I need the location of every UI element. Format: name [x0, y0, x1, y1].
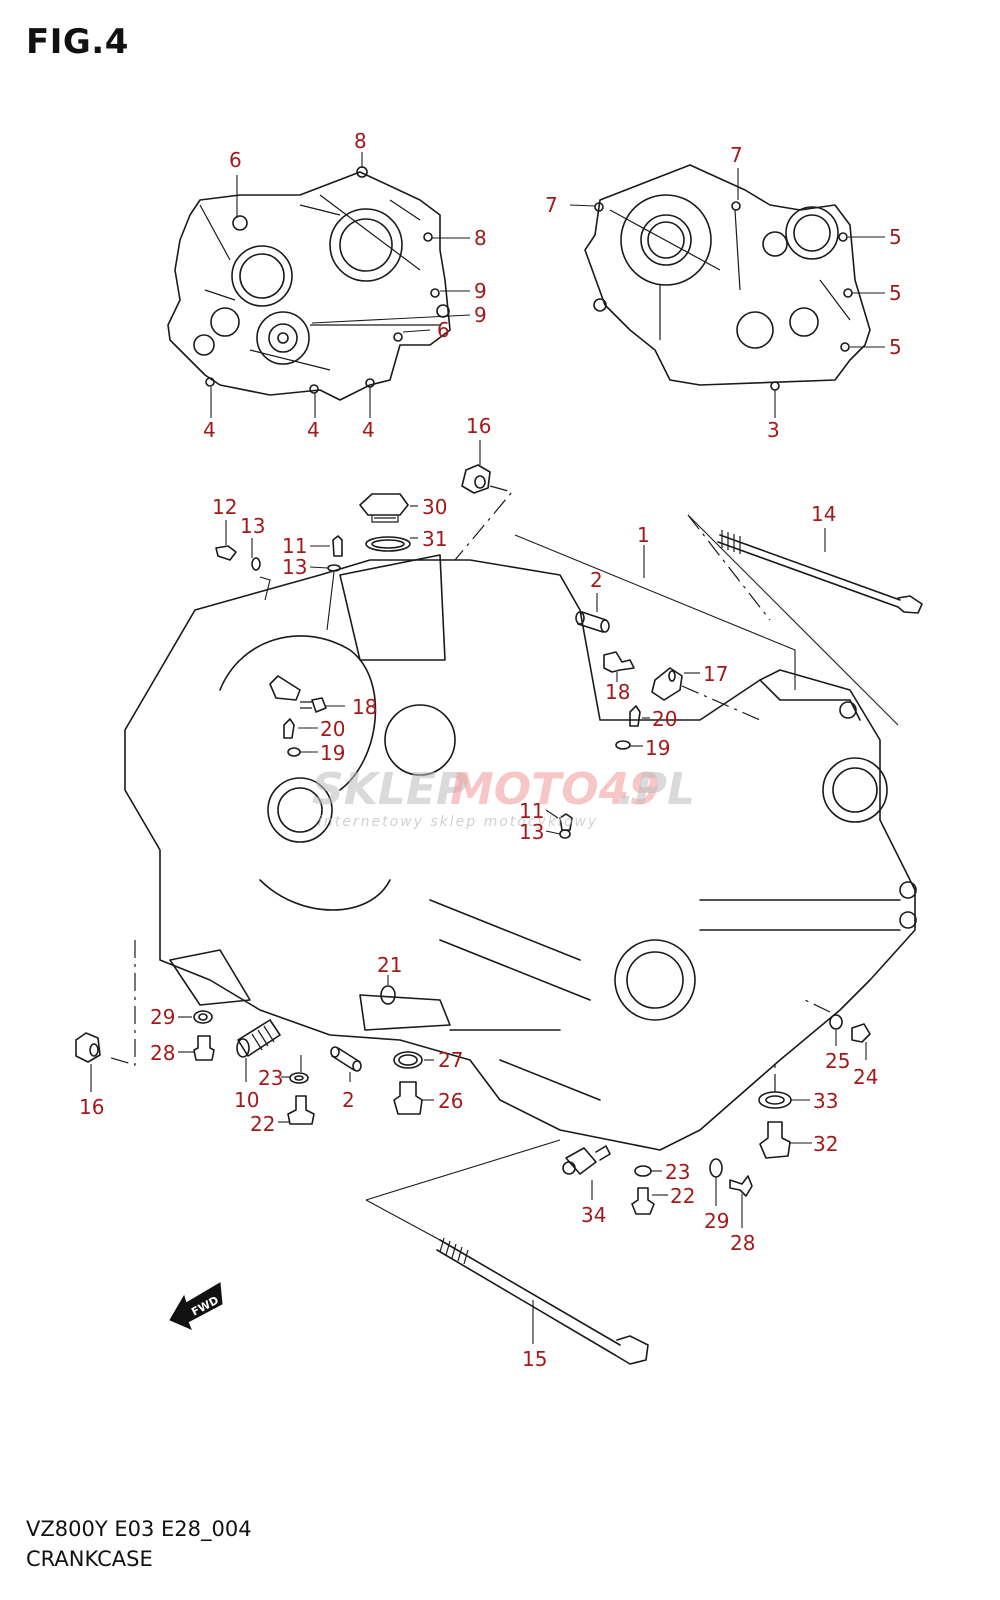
callout: 7	[730, 143, 743, 167]
callout: 15	[522, 1347, 547, 1371]
callout: 27	[438, 1048, 463, 1072]
callout: 24	[853, 1065, 878, 1089]
callout: 29	[150, 1005, 175, 1029]
callout: 4	[307, 418, 320, 442]
callout: 22	[670, 1184, 695, 1208]
fwd-arrow-icon: FWD	[169, 1282, 223, 1330]
callout: 8	[354, 129, 367, 153]
callout: 11	[519, 799, 544, 823]
callout: 13	[282, 555, 307, 579]
callout: 29	[704, 1209, 729, 1233]
callout: 23	[665, 1160, 690, 1184]
callout: 31	[422, 527, 447, 551]
watermark-suffix: .PL	[618, 764, 695, 815]
callout: 18	[352, 695, 377, 719]
callout: 6	[229, 148, 242, 172]
callouts-right-half: 7 7 5 5 5 3	[545, 143, 902, 442]
callout: 18	[605, 680, 630, 704]
callout: 25	[825, 1049, 850, 1073]
watermark-brand-red: MOTO49	[450, 764, 660, 815]
callout: 4	[203, 418, 216, 442]
callout: 2	[590, 568, 603, 592]
callout: 28	[150, 1041, 175, 1065]
callout: 23	[258, 1066, 283, 1090]
callout: 13	[519, 820, 544, 844]
callout: 34	[581, 1203, 606, 1227]
watermark-tagline: internetowy sklep motocyklowy	[318, 814, 598, 830]
callout: 20	[320, 717, 345, 741]
parts-drawing	[75, 464, 923, 1365]
callout: 7	[545, 193, 558, 217]
callout: 13	[240, 514, 265, 538]
leader-lines	[90, 152, 899, 1344]
callout: 9	[474, 279, 487, 303]
callout: 5	[889, 225, 902, 249]
callout: 16	[466, 414, 491, 438]
callout: 6	[437, 318, 450, 342]
callout: 5	[889, 335, 902, 359]
callout: 5	[889, 281, 902, 305]
callout: 17	[703, 662, 728, 686]
callouts-main: 16 12 13 30 11 13 31 1 14 2 17 18 18 20 …	[79, 414, 878, 1371]
callout: 21	[377, 953, 402, 977]
callout: 19	[320, 741, 345, 765]
callout: 16	[79, 1095, 104, 1119]
crankcase-right-half-drawing	[584, 164, 871, 391]
callout: 30	[422, 495, 447, 519]
callout: 26	[438, 1089, 463, 1113]
callout: 33	[813, 1089, 838, 1113]
callout: 2	[342, 1088, 355, 1112]
watermark: SKLEP MOTO49 .PL internetowy sklep motoc…	[312, 764, 695, 830]
callout: 20	[652, 707, 677, 731]
callout: 9	[474, 303, 487, 327]
crankcase-assembly-drawing	[124, 554, 917, 1151]
callouts-left-half: 6 8 8 9 9 6 4 4 4	[203, 129, 487, 442]
figure-title: FIG.4	[26, 22, 129, 62]
callout: 22	[250, 1112, 275, 1136]
callout: 8	[474, 226, 487, 250]
callout: 1	[637, 523, 650, 547]
callout: 14	[811, 502, 836, 526]
callout: 28	[730, 1231, 755, 1255]
model-code: VZ800Y E03 E28_004	[26, 1517, 252, 1541]
section-name: CRANKCASE	[26, 1547, 153, 1571]
callout: 3	[767, 418, 780, 442]
crankcase-left-half-drawing	[167, 166, 451, 401]
callout: 19	[645, 736, 670, 760]
callout: 32	[813, 1132, 838, 1156]
callout: 12	[212, 495, 237, 519]
callout: 10	[234, 1088, 259, 1112]
callout: 11	[282, 534, 307, 558]
callout: 4	[362, 418, 375, 442]
watermark-brand-gray: SKLEP	[312, 764, 468, 815]
